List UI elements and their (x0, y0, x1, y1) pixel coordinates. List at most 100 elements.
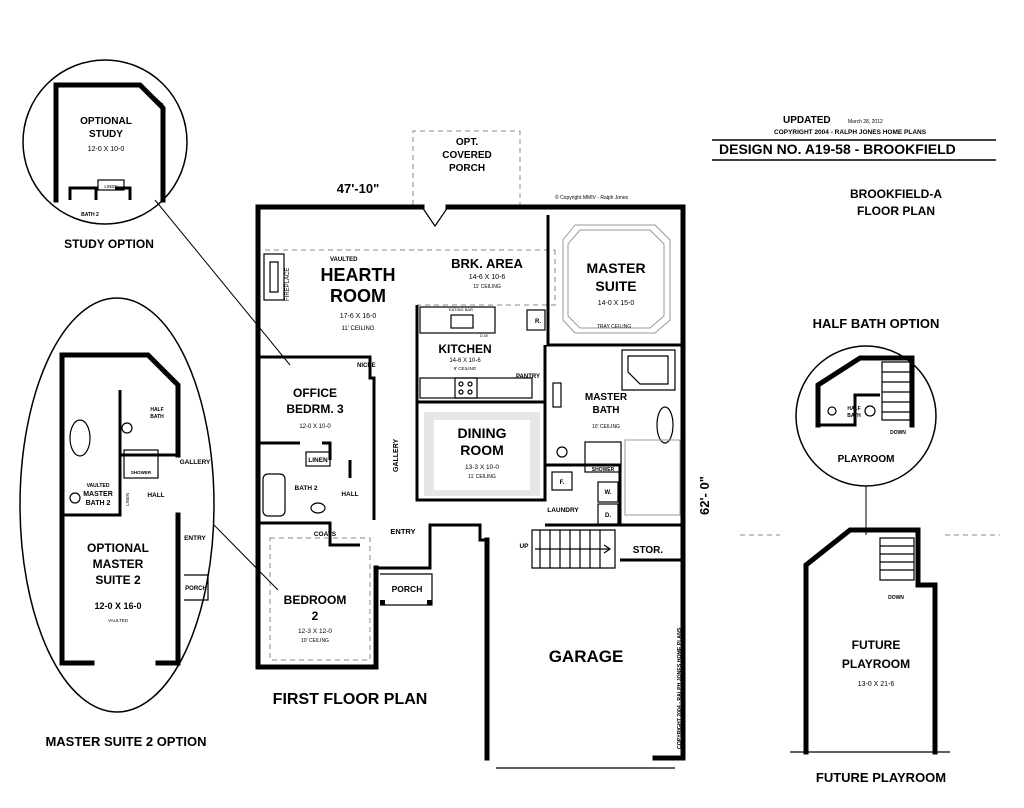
pantry-label: PANTRY (516, 374, 540, 380)
eating-bar-label: EATING BAR (449, 307, 473, 312)
hearth-room-size: 17-6 X 16-0 (340, 313, 377, 320)
ms2-vaulted: VAULTED (108, 618, 129, 623)
title-block: UPDATED March 28, 2012 COPYRIGHT 2004 - … (712, 115, 996, 218)
bedroom2-label-2: 2 (312, 609, 319, 623)
master-suite2-option-detail: HALF BATH SHOWER VAULTED MASTER BATH 2 L… (19, 297, 279, 749)
refrigerator-label: R. (535, 319, 541, 325)
fp-label-2: PLAYROOM (842, 657, 910, 671)
ms2-bath-3: BATH 2 (86, 500, 111, 507)
master-bath-label-1: MASTER (585, 392, 628, 403)
ms2-bath-2: MASTER (83, 491, 113, 498)
stairs-up-label: UP (519, 543, 529, 550)
master-suite-ceiling: TRAY CEILING (597, 324, 631, 330)
bedroom2-ceiling: 10' CEILING (301, 638, 329, 644)
future-playroom-detail: DOWN FUTURE PLAYROOM 13-0 X 21-6 FUTURE … (740, 527, 1000, 785)
hearth-room-label-1: HEARTH (321, 265, 396, 285)
ms2-room-3: SUITE 2 (95, 573, 141, 587)
fp-down: DOWN (888, 595, 904, 601)
kitchen-ceiling: 9' CEILING (454, 366, 477, 371)
office-niche: NICHE (357, 363, 376, 369)
hearth-room-label-2: ROOM (330, 286, 386, 306)
updated-label: UPDATED (783, 115, 831, 126)
laundry-label: LAUNDRY (547, 507, 579, 514)
ms2-linen: LINEN (125, 493, 130, 506)
plan-copyright: © Copyright MMIV - Ralph Jones (555, 194, 629, 201)
study-label-2: STUDY (89, 129, 123, 140)
dryer-label: D. (605, 513, 611, 519)
updated-date: March 28, 2012 (848, 119, 883, 125)
storage-label: STOR. (633, 545, 664, 556)
ms2-size: 12-0 X 16-0 (94, 601, 141, 611)
study-bath2: BATH 2 (81, 212, 99, 218)
master-bath-label-2: BATH (592, 405, 619, 416)
master-bath-ceiling: 10' CEILING (592, 424, 620, 430)
study-label-1: OPTIONAL (80, 116, 132, 127)
ms2-hall: HALL (147, 492, 164, 499)
depth-dimension: 62'- 0" (697, 476, 712, 515)
bath2-label: BATH 2 (295, 485, 318, 492)
ms2-bath-1: VAULTED (87, 483, 110, 489)
study-size: 12-0 X 10-0 (88, 146, 125, 153)
entry-label: ENTRY (390, 527, 415, 536)
gallery-label: GALLERY (393, 438, 400, 472)
future-playroom-title: FUTURE PLAYROOM (816, 770, 946, 785)
ms2-option-title: MASTER SUITE 2 OPTION (45, 734, 206, 749)
linen-label: LINEN (308, 457, 328, 464)
study-linen: LINEN (104, 184, 117, 189)
opt-porch-label-1: OPT. (456, 137, 478, 148)
kitchen-size: 14-6 X 10-6 (449, 358, 481, 364)
brk-area-ceiling: 11' CEILING (473, 284, 501, 290)
fp-label-1: FUTURE (852, 638, 901, 652)
design-number: DESIGN NO. A19-58 - BROOKFIELD (719, 141, 956, 157)
width-dimension: 47'-10" (337, 181, 380, 196)
ms2-half-bath-2: BATH (150, 414, 164, 420)
ms2-gallery: GALLERY (180, 459, 211, 466)
porch-label: PORCH (392, 584, 423, 594)
hearth-room-ceiling: 11' CEILING (341, 326, 374, 332)
plan-name: BROOKFIELD-A (850, 187, 942, 201)
coats-label: COATS (314, 531, 337, 538)
bedroom2-label-1: BEDROOM (284, 593, 347, 607)
dw-label: D.W. (480, 333, 489, 338)
kitchen-label: KITCHEN (438, 342, 491, 356)
hb-half: HALF (847, 406, 860, 412)
hb-bath: BATH (847, 413, 861, 419)
opt-porch-label-3: PORCH (449, 163, 485, 174)
freezer-label: F. (560, 480, 565, 486)
washer-label: W. (605, 490, 612, 496)
ms2-half-bath-1: HALF (150, 407, 163, 413)
garage-label: GARAGE (549, 647, 624, 666)
ms2-porch: PORCH (185, 586, 207, 592)
dining-room-label-2: ROOM (460, 442, 504, 458)
office-size: 12-0 X 10-0 (299, 424, 331, 430)
plan-name-sub: FLOOR PLAN (857, 204, 935, 218)
copyright-line: COPYRIGHT 2004 - RALPH JONES HOME PLANS (774, 129, 927, 136)
study-option-detail: NICHE OPTIONAL STUDY 12-0 X 10-0 LINEN B… (22, 59, 291, 366)
half-bath-option-detail: HALF BATH OPTION HALF BATH DOWN PLAYROOM (795, 316, 939, 535)
ms2-room-2: MASTER (93, 557, 144, 571)
opt-porch-label-2: COVERED (442, 150, 491, 161)
first-floor-plan-title: FIRST FLOOR PLAN (273, 691, 428, 708)
office-label-2: BEDRM. 3 (286, 402, 344, 416)
ms2-shower: SHOWER (131, 470, 152, 475)
garage-copyright: COPYRIGHT 2004 - RALPH JONES HOME PLANS (677, 627, 683, 749)
main-floor-plan: OPT. COVERED PORCH 47'-10" © Copyright M… (255, 130, 712, 769)
dining-room-label-1: DINING (458, 425, 507, 441)
ms2-room-1: OPTIONAL (87, 541, 149, 555)
hearth-vaulted: VAULTED (330, 257, 358, 263)
dining-room-ceiling: 11' CEILING (468, 474, 496, 480)
master-suite-label-2: SUITE (595, 278, 636, 294)
hb-down: DOWN (890, 430, 906, 436)
study-option-title: STUDY OPTION (64, 237, 154, 251)
brk-area-size: 14-6 X 10-6 (469, 274, 506, 281)
hb-playroom: PLAYROOM (838, 454, 895, 465)
office-label-1: OFFICE (293, 386, 337, 400)
hall-label: HALL (341, 491, 358, 498)
bedroom2-size: 12-3 X 12-0 (298, 628, 332, 635)
brk-area-label: BRK. AREA (451, 256, 523, 271)
ms2-entry: ENTRY (184, 535, 206, 542)
fireplace-label: FIREPLACE (285, 268, 291, 301)
dining-room-size: 13-3 X 10-0 (465, 464, 499, 471)
master-shower-label: SHOWER (592, 467, 615, 473)
